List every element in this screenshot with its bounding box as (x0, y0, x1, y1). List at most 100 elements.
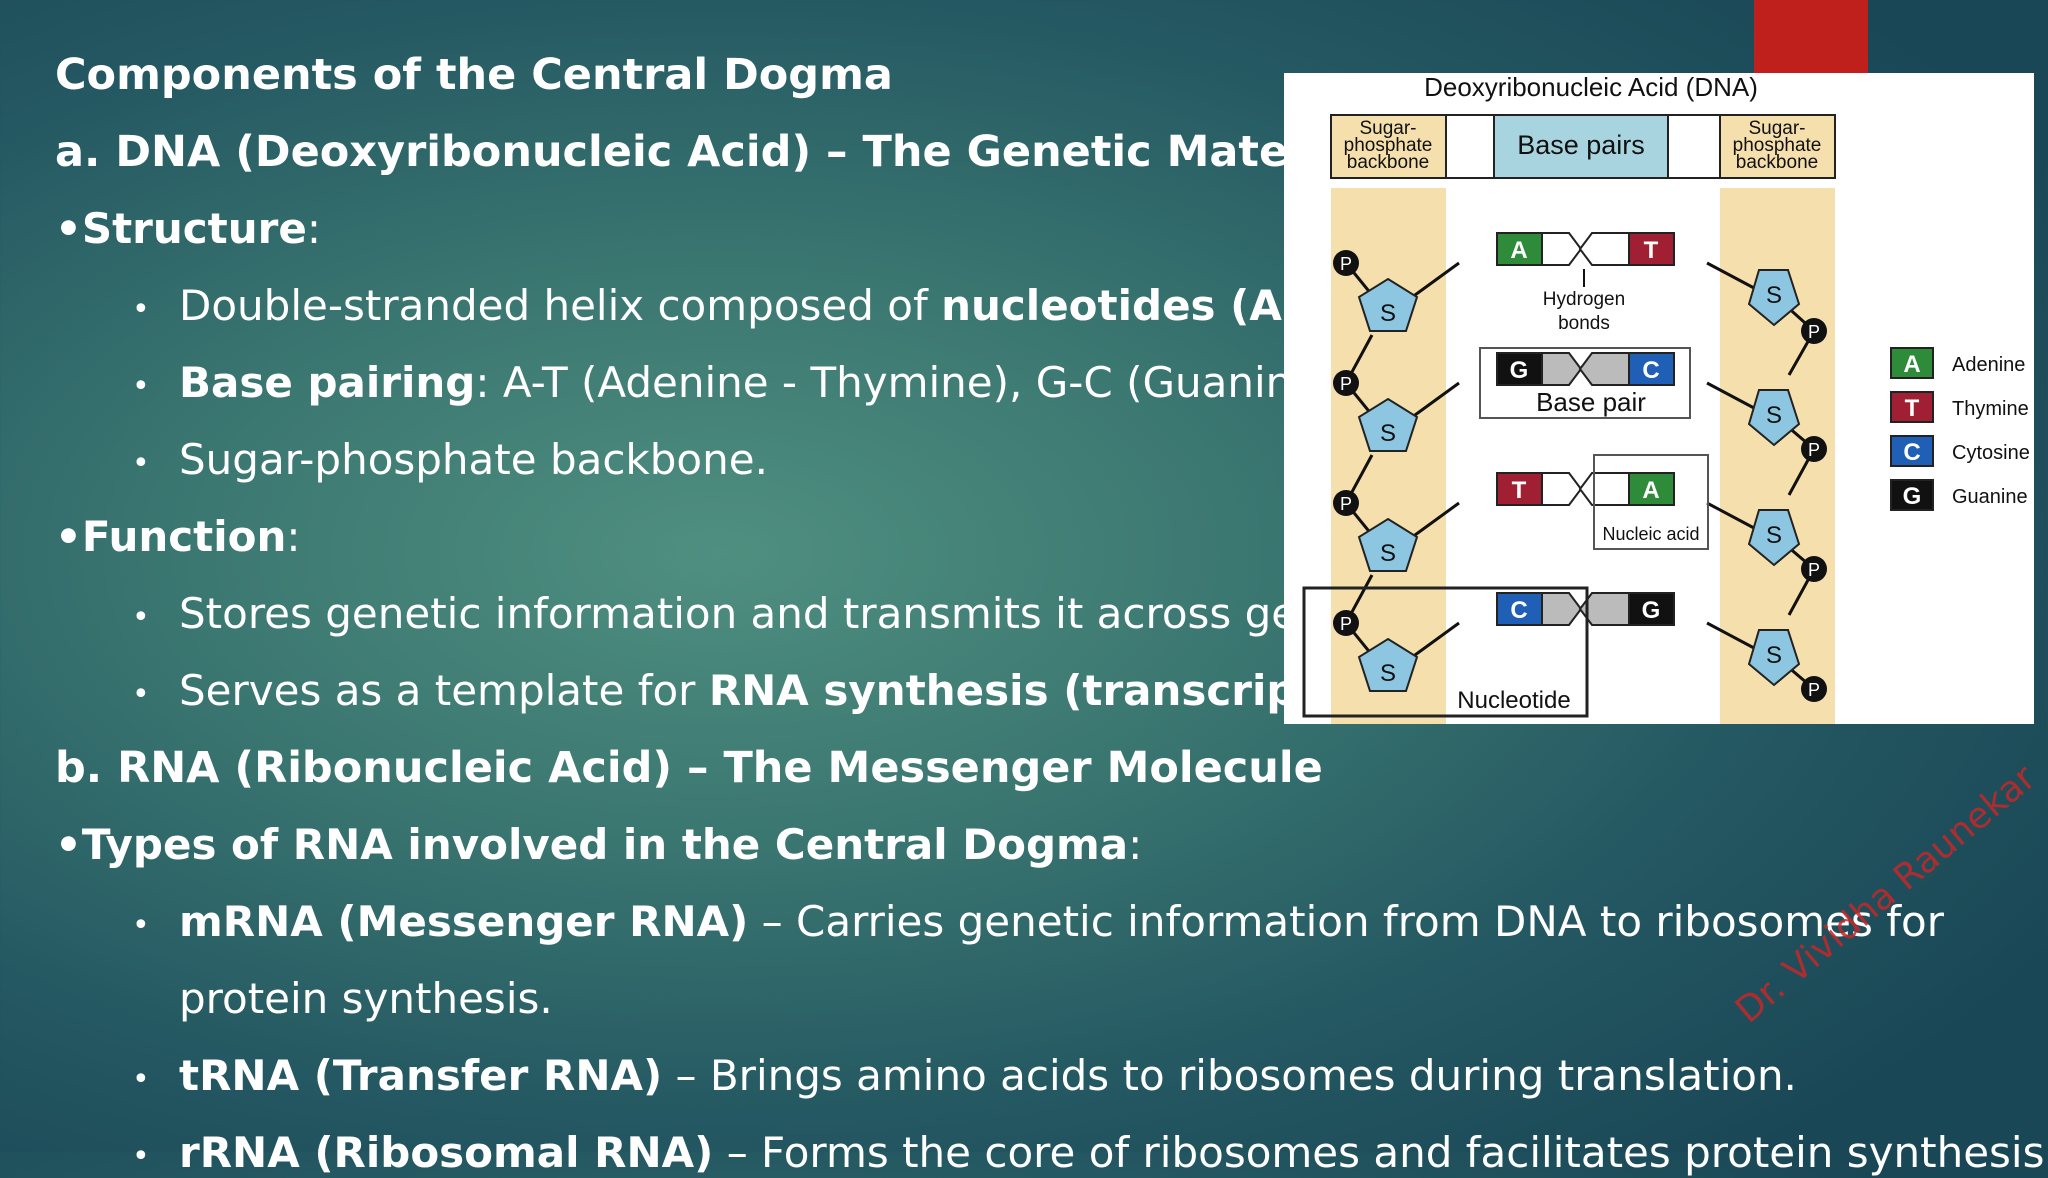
base-pair-box (1479, 347, 1691, 419)
backbone-label-right-2: phosphate (1733, 135, 1822, 156)
legend-thymine: T Thymine (1890, 391, 2029, 423)
function-heading: •Function: (55, 512, 301, 561)
phosphate-right-1: P (1801, 318, 1827, 344)
bullet-dot: • (132, 292, 150, 327)
phosphate-left-1: P (1333, 250, 1359, 276)
sugar-left-4: S (1357, 637, 1419, 692)
base-pair-label: Base pair (1536, 387, 1646, 417)
phosphate-left-4: P (1333, 610, 1359, 636)
base-pairs-label: Base pairs (1517, 130, 1645, 160)
function-item-1: Stores genetic information and transmits… (179, 589, 1350, 638)
svg-text:P: P (1808, 680, 1820, 700)
svg-text:P: P (1340, 614, 1352, 634)
structure-item-2: Base pairing: A-T (Adenine - Thymine), G… (179, 358, 1347, 407)
svg-text:S: S (1766, 402, 1782, 429)
phosphate-right-2: P (1801, 436, 1827, 462)
base-pair-3: T A (1496, 472, 1675, 506)
svg-text:P: P (1340, 254, 1352, 274)
backbone-label-left-3: backbone (1347, 152, 1429, 173)
nucleotide-box (1302, 586, 1589, 718)
backbone-label-right-1: Sugar- (1748, 118, 1805, 139)
phosphate-left-2: P (1333, 370, 1359, 396)
phosphate-right-3: P (1801, 556, 1827, 582)
bullet-dot: • (132, 600, 150, 635)
svg-text:P: P (1808, 560, 1820, 580)
legend-cytosine: C Cytosine (1890, 435, 2030, 467)
rna-item-trna: tRNA (Transfer RNA) – Brings amino acids… (179, 1051, 1797, 1100)
svg-text:S: S (1766, 522, 1782, 549)
types-heading: •Types of RNA involved in the Central Do… (55, 820, 1143, 869)
svg-text:G: G (1903, 483, 1922, 510)
accent-block (1754, 0, 1868, 74)
nucleic-acid-box (1593, 454, 1709, 550)
svg-text:Thymine: Thymine (1952, 398, 2029, 420)
bullet-dot: • (132, 446, 150, 481)
svg-text:C: C (1903, 439, 1920, 466)
structure-item-3: Sugar-phosphate backbone. (179, 435, 768, 484)
sugar-right-2: S (1747, 389, 1801, 447)
svg-text:P: P (1808, 440, 1820, 460)
svg-text:G: G (1642, 597, 1661, 624)
svg-text:A: A (1903, 351, 1920, 378)
figure-title: Deoxyribonucleic Acid (DNA) (1424, 73, 1758, 102)
function-item-2: Serves as a template for RNA synthesis (… (179, 666, 1422, 715)
rna-item-rrna: rRNA (Ribosomal RNA) – Forms the core of… (179, 1128, 2048, 1177)
svg-text:P: P (1340, 374, 1352, 394)
section-a-heading: a. DNA (Deoxyribonucleic Acid) – The Gen… (55, 127, 1368, 177)
svg-text:S: S (1766, 282, 1782, 309)
nucleic-acid-label: Nucleic acid (1602, 524, 1699, 544)
svg-text:S: S (1380, 660, 1396, 687)
sugar-right-3: S (1747, 509, 1801, 567)
phosphate-left-3: P (1333, 490, 1359, 516)
svg-text:T: T (1644, 237, 1659, 264)
svg-text:A: A (1510, 237, 1527, 264)
svg-text:S: S (1380, 420, 1396, 447)
header-base-pairs (1493, 114, 1669, 179)
nucleotide-label: Nucleotide (1457, 687, 1570, 714)
bullet-dot: • (132, 677, 150, 712)
rna-item-mrna-continued: protein synthesis. (179, 974, 553, 1023)
section-b-heading: b. RNA (Ribonucleic Acid) – The Messenge… (55, 743, 1323, 793)
legend-guanine: G Guanine (1890, 479, 2028, 511)
svg-text:P: P (1340, 494, 1352, 514)
header-backbone-right (1719, 114, 1836, 179)
svg-text:Adenine: Adenine (1952, 354, 2025, 376)
sugar-left-2: S (1357, 397, 1419, 452)
svg-text:T: T (1512, 477, 1527, 504)
slide-title: Components of the Central Dogma (55, 50, 893, 100)
sugar-right-1: S (1747, 269, 1801, 327)
bullet-dot: • (132, 369, 150, 404)
sugar-left-1: S (1357, 277, 1419, 332)
svg-text:S: S (1380, 300, 1396, 327)
rna-item-mrna: mRNA (Messenger RNA) – Carries genetic i… (179, 897, 1944, 946)
bullet-dot: • (132, 1062, 150, 1097)
svg-text:G: G (1510, 357, 1529, 384)
sugar-left-3: S (1357, 517, 1419, 572)
svg-text:C: C (1642, 357, 1659, 384)
svg-text:P: P (1808, 322, 1820, 342)
header-backbone-left (1330, 114, 1447, 179)
sugar-right-4: S (1747, 629, 1801, 687)
base-pair-1: A T (1496, 232, 1675, 266)
svg-text:T: T (1905, 395, 1920, 422)
structure-item-1: Double-stranded helix composed of nucleo… (179, 281, 1352, 330)
svg-text:A: A (1642, 477, 1659, 504)
svg-text:C: C (1510, 597, 1527, 624)
hydrogen-bonds-label-2: bonds (1558, 313, 1610, 334)
hydrogen-bonds-label-1: Hydrogen (1543, 289, 1625, 310)
legend-adenine: A Adenine (1890, 347, 2025, 379)
dna-diagram: Deoxyribonucleic Acid (DNA) Sugar- phosp… (1302, 72, 2030, 786)
base-pair-2: G C (1496, 352, 1675, 386)
svg-text:S: S (1380, 540, 1396, 567)
bullet-dot: • (132, 1139, 150, 1174)
backbone-label-right-3: backbone (1736, 152, 1818, 173)
backbone-label-left-2: phosphate (1344, 135, 1433, 156)
dna-structure-figure: Deoxyribonucleic Acid (DNA) Sugar- phosp… (1284, 72, 2034, 786)
svg-text:Guanine: Guanine (1952, 486, 2028, 508)
svg-text:S: S (1766, 642, 1782, 669)
bullet-dot: • (132, 908, 150, 943)
structure-heading: •Structure: (55, 204, 322, 253)
base-pair-4: C G (1496, 592, 1675, 626)
backbone-label-left-1: Sugar- (1359, 118, 1416, 139)
phosphate-right-4: P (1801, 676, 1827, 702)
